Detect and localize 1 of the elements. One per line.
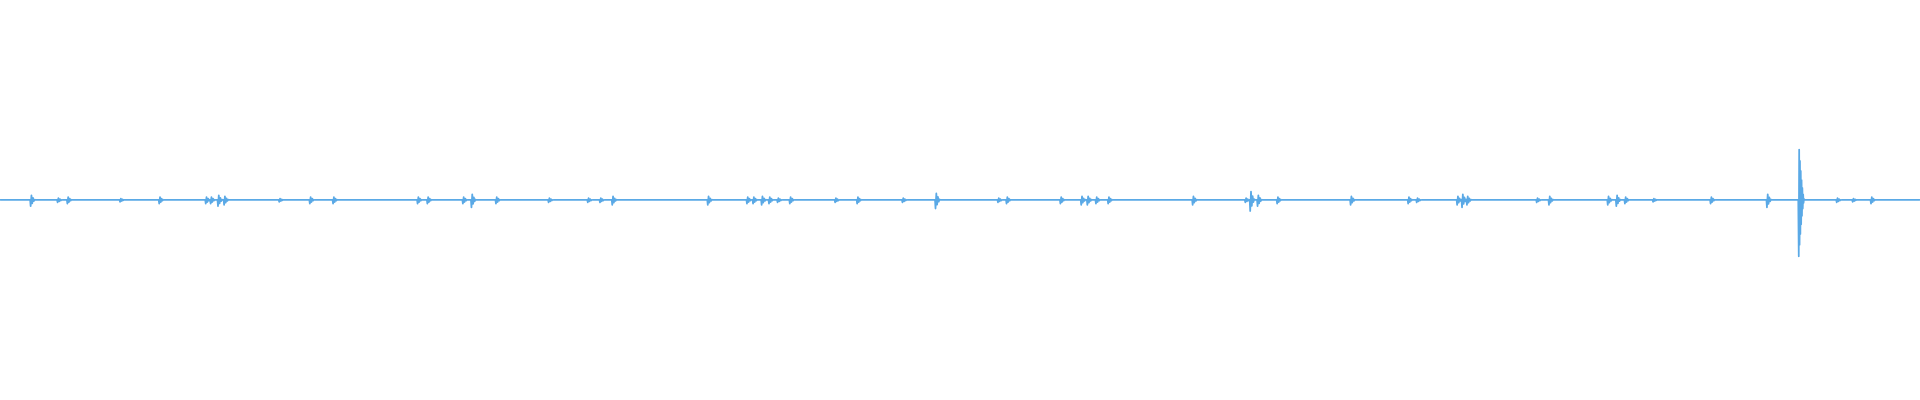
waveform-drawing: [0, 148, 1920, 258]
